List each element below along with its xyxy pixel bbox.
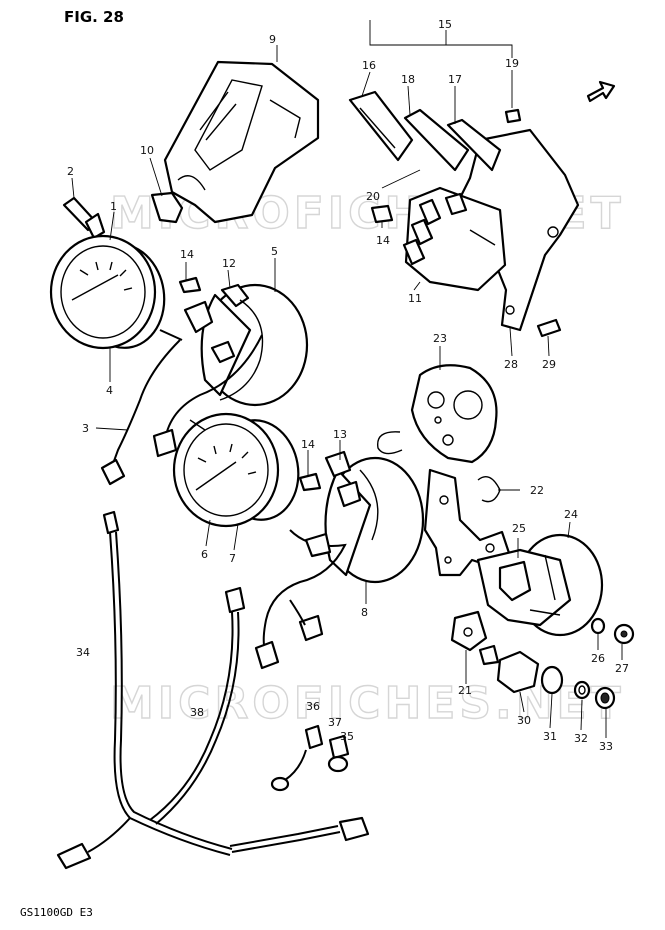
callout-22: 22 — [530, 484, 544, 497]
bracket-tab-21 — [450, 610, 488, 652]
callout-24: 24 — [564, 508, 578, 521]
callout-12: 12 — [222, 257, 236, 270]
callout-14-mid: 14 — [301, 438, 315, 451]
clamp-37 — [328, 734, 350, 760]
indicator-panel-11 — [402, 186, 507, 292]
callout-5: 5 — [271, 245, 278, 258]
model-code: GS1100GD E3 — [20, 906, 93, 919]
callout-34: 34 — [76, 646, 90, 659]
nut-27 — [613, 623, 635, 645]
watermark-bottom: MICROFICHES.NET — [110, 678, 625, 729]
grommet-36 — [304, 724, 324, 750]
callout-14-right: 14 — [376, 234, 390, 247]
callout-2: 2 — [67, 165, 74, 178]
callout-32: 32 — [574, 732, 588, 745]
callout-18: 18 — [401, 73, 415, 86]
leader-lines — [71, 20, 623, 738]
gauge-housing-5 — [200, 283, 309, 407]
callout-25: 25 — [512, 522, 526, 535]
harness-lower — [254, 529, 347, 670]
washer-31 — [540, 665, 564, 695]
callout-15: 15 — [438, 18, 452, 31]
meter-cover — [163, 60, 320, 224]
callout-27: 27 — [615, 662, 629, 675]
bulb-14b — [298, 472, 322, 492]
bulb-14c — [370, 204, 394, 224]
clip-22 — [477, 476, 501, 503]
callout-29: 29 — [542, 358, 556, 371]
cover-bracket — [150, 191, 184, 224]
callout-16: 16 — [362, 59, 376, 72]
speedometer-cable-34 — [56, 510, 370, 870]
indicator-housing-24 — [476, 533, 604, 637]
callout-8: 8 — [361, 606, 368, 619]
washer-32 — [573, 680, 591, 700]
callout-11: 11 — [408, 292, 422, 305]
socket-17 — [446, 118, 502, 172]
callout-35: 35 — [340, 730, 354, 743]
harness-3 — [100, 334, 263, 486]
callout-30: 30 — [517, 714, 531, 727]
callout-23: 23 — [433, 332, 447, 345]
bolt-2 — [62, 196, 106, 240]
callout-9: 9 — [269, 33, 276, 46]
clip-wire — [376, 431, 403, 455]
callout-20: 20 — [366, 190, 380, 203]
tachometer-cable-38 — [149, 586, 246, 825]
callout-14-top: 14 — [180, 248, 194, 261]
callout-19: 19 — [505, 57, 519, 70]
callout-3: 3 — [82, 422, 89, 435]
damper-30 — [478, 644, 540, 694]
callout-28: 28 — [504, 358, 518, 371]
callout-10: 10 — [140, 144, 154, 157]
callout-4: 4 — [106, 384, 113, 397]
nut-33 — [594, 686, 616, 710]
back-plate-23 — [410, 364, 498, 464]
callout-13: 13 — [333, 428, 347, 441]
gauge-6 — [172, 412, 300, 528]
bulb-14a — [178, 276, 202, 294]
callout-1: 1 — [110, 200, 117, 213]
callout-6: 6 — [201, 548, 208, 561]
callout-21: 21 — [458, 684, 472, 697]
screw-19 — [504, 108, 522, 124]
callout-31: 31 — [543, 730, 557, 743]
gauge-housing-8 — [324, 450, 425, 584]
callout-17: 17 — [448, 73, 462, 86]
gauge-1 — [49, 234, 183, 350]
mount-bracket — [183, 300, 214, 334]
indicator-strip-16 — [348, 90, 414, 162]
callout-26: 26 — [591, 652, 605, 665]
callout-36: 36 — [306, 700, 320, 713]
lead-wire — [270, 749, 307, 792]
figure-title: FIG. 28 — [64, 8, 124, 26]
cable-end-35 — [327, 755, 349, 773]
screw-29 — [536, 318, 562, 338]
callout-33: 33 — [599, 740, 613, 753]
callout-7: 7 — [229, 552, 236, 565]
front-direction-arrow — [586, 80, 616, 103]
bulb-holder-18 — [403, 108, 470, 172]
washer-26 — [590, 617, 606, 635]
callout-38: 38 — [190, 706, 204, 719]
callout-37: 37 — [328, 716, 342, 729]
